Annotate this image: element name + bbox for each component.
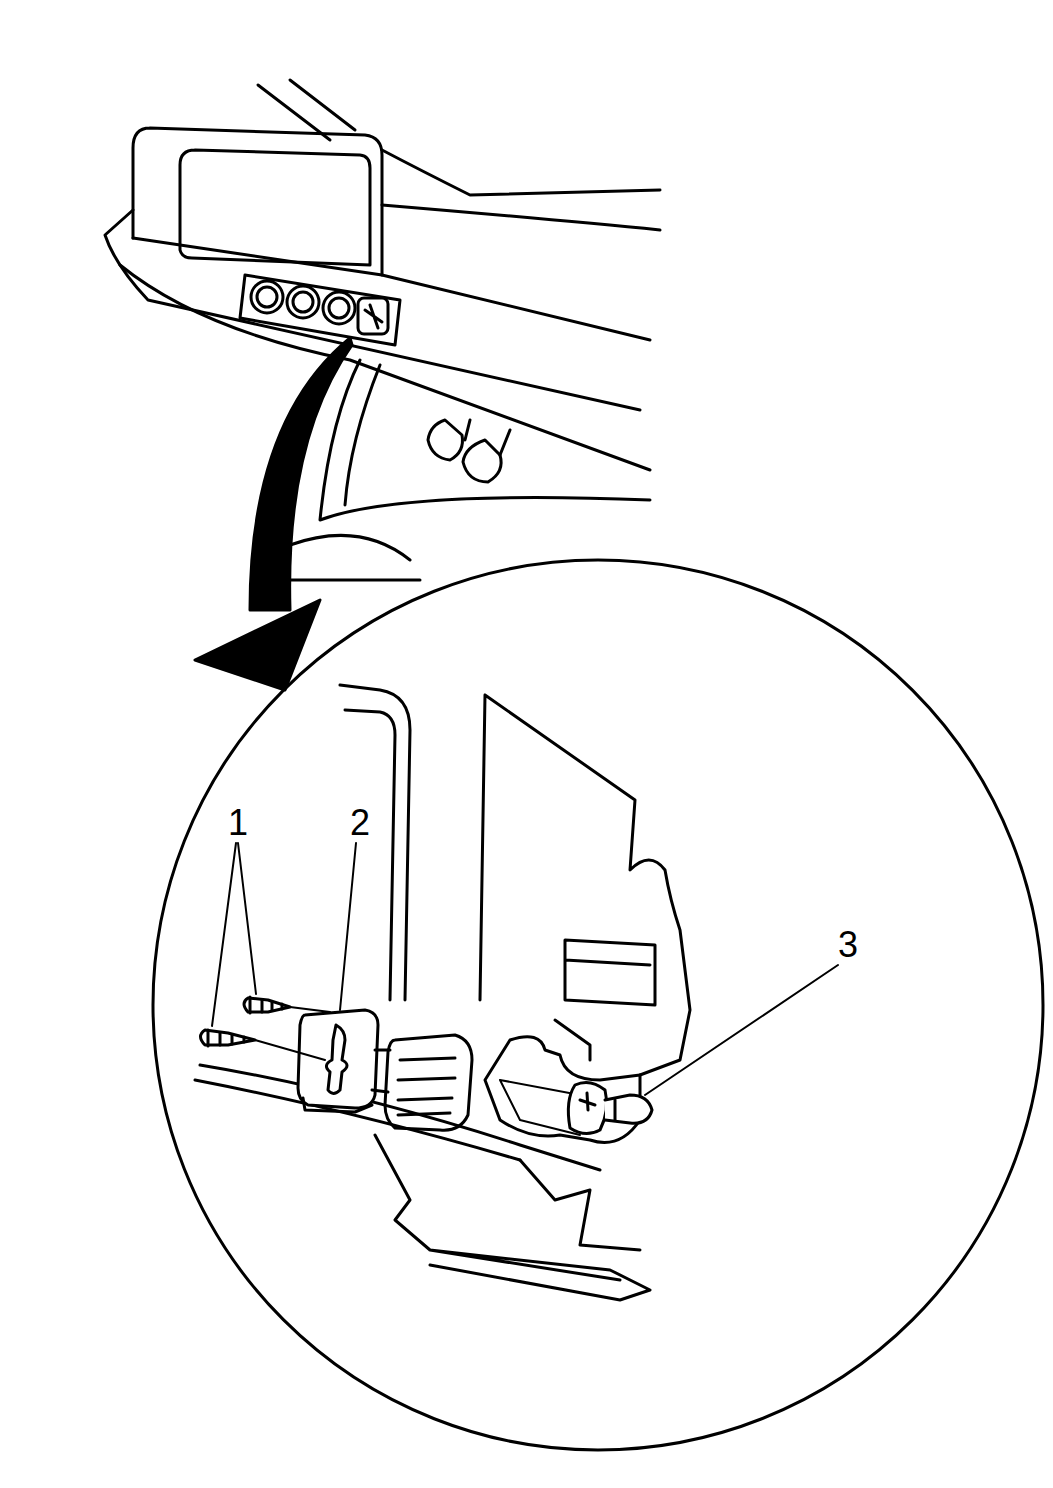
switch bbox=[251, 281, 283, 313]
dash-face bbox=[105, 210, 650, 410]
leader-line bbox=[645, 965, 838, 1095]
detail-arrow-head bbox=[195, 600, 320, 690]
under-dash bbox=[280, 579, 420, 582]
pedal bbox=[463, 440, 501, 482]
cluster-hood bbox=[133, 128, 382, 275]
screw-path bbox=[255, 1007, 330, 1060]
pedal bbox=[428, 420, 463, 460]
switch bbox=[385, 1035, 472, 1130]
detail-circle bbox=[153, 560, 1043, 1450]
pedal-arm bbox=[465, 420, 510, 455]
screw bbox=[201, 1030, 256, 1045]
pushpin bbox=[605, 1095, 652, 1123]
panel-edge bbox=[480, 695, 690, 1075]
switch bbox=[257, 287, 277, 307]
callout-number: 1 bbox=[228, 805, 248, 841]
leader-line bbox=[340, 843, 356, 1010]
mount-bracket bbox=[485, 1037, 640, 1143]
switch-ridges bbox=[398, 1058, 455, 1115]
switch-2 bbox=[298, 1010, 378, 1108]
dash-top bbox=[382, 150, 660, 230]
switch bbox=[323, 292, 355, 324]
dash-lower bbox=[120, 265, 650, 470]
switch bbox=[287, 286, 319, 318]
callout-number: 2 bbox=[350, 805, 370, 841]
switch-link bbox=[372, 1050, 390, 1092]
pushpin bbox=[614, 1100, 617, 1120]
switch bbox=[358, 298, 388, 334]
callout-number: 3 bbox=[838, 927, 858, 963]
switch-2-base bbox=[303, 1098, 372, 1112]
screw-thread bbox=[250, 997, 282, 1013]
detail-arrow bbox=[250, 338, 352, 610]
leader-line bbox=[212, 843, 236, 1026]
screw bbox=[244, 998, 290, 1012]
screw-thread bbox=[208, 1030, 244, 1046]
under-dash bbox=[290, 360, 650, 560]
panel-tab bbox=[375, 1135, 650, 1300]
switch bbox=[293, 292, 313, 312]
leader-lines bbox=[212, 843, 838, 1095]
retainer-hole bbox=[580, 1093, 595, 1110]
switch-2-slot bbox=[326, 1025, 347, 1094]
bracket bbox=[565, 940, 655, 1005]
leader-line bbox=[238, 843, 256, 994]
switch-icon bbox=[365, 305, 382, 328]
panel-edge bbox=[340, 685, 410, 1000]
retainer bbox=[568, 1082, 606, 1133]
switch-bank bbox=[240, 275, 400, 345]
switch bbox=[329, 298, 349, 318]
